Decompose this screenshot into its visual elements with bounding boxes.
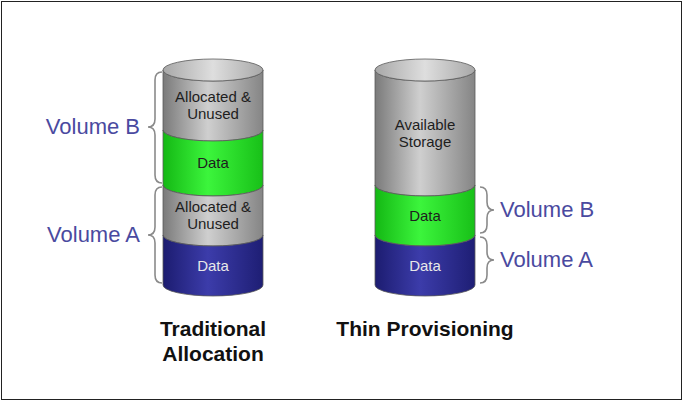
storage-band: Allocated & Unused (163, 192, 263, 240)
band-label: Data (197, 154, 229, 171)
storage-cylinder: Allocated & UnusedDataAllocated & Unused… (163, 59, 263, 298)
storage-band: Available Storage (375, 77, 475, 190)
volume-label: Volume B (500, 199, 594, 221)
band-label: Available Storage (379, 116, 471, 151)
cylinder-top (163, 59, 263, 81)
band-shape (163, 235, 263, 296)
band-shape (375, 235, 475, 296)
band-label: Data (197, 257, 229, 274)
band-shape (375, 70, 475, 196)
storage-band: Data (375, 192, 475, 240)
band-shape (375, 185, 475, 246)
volume-label: Volume A (47, 224, 140, 246)
brace (148, 187, 162, 283)
volume-label: Volume B (46, 116, 140, 138)
band-label: Allocated & Unused (167, 198, 259, 233)
storage-band: Allocated & Unused (163, 77, 263, 135)
volume-label: Volume A (500, 249, 593, 271)
band-shape (163, 185, 263, 246)
cylinder-caption: Thin Provisioning (330, 316, 520, 341)
brace (480, 237, 494, 283)
storage-band: Data (163, 137, 263, 190)
storage-band: Data (163, 242, 263, 290)
band-label: Allocated & Unused (167, 88, 259, 123)
brace (148, 72, 162, 183)
storage-cylinder: Available StorageDataDataThin Provisioni… (375, 59, 475, 298)
band-shape (163, 130, 263, 196)
band-label: Data (409, 257, 441, 274)
storage-band: Data (375, 242, 475, 290)
band-label: Data (409, 207, 441, 224)
cylinder-top (375, 59, 475, 81)
cylinder-caption: Traditional Allocation (118, 316, 308, 366)
brace (480, 187, 494, 233)
